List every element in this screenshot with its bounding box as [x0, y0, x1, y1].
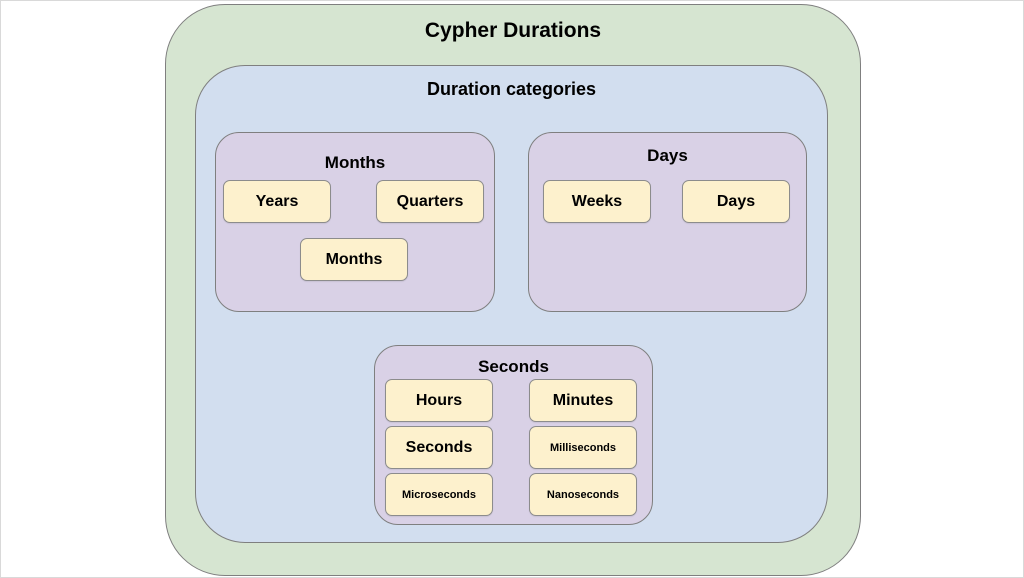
unit-nanoseconds: Nanoseconds [529, 473, 637, 516]
days-group-title: Days [647, 146, 688, 165]
unit-microseconds: Microseconds [385, 473, 493, 516]
unit-minutes: Minutes [529, 379, 637, 422]
unit-weeks: Weeks [543, 180, 651, 223]
unit-quarters: Quarters [376, 180, 484, 223]
months-group-title: Months [324, 153, 386, 172]
unit-days: Days [682, 180, 790, 223]
unit-years: Years [223, 180, 331, 223]
seconds-group: Seconds Hours Minutes Seconds Millisecon… [374, 345, 653, 525]
months-group: Months Years Quarters Months [215, 132, 495, 312]
unit-hours: Hours [385, 379, 493, 422]
days-group: Days Weeks Days [528, 132, 807, 312]
unit-milliseconds: Milliseconds [529, 426, 637, 469]
unit-months: Months [300, 238, 408, 281]
unit-seconds: Seconds [385, 426, 493, 469]
seconds-group-title: Seconds [478, 357, 549, 376]
categories-title: Duration categories [426, 79, 597, 99]
diagram-title: Cypher Durations [424, 19, 602, 42]
